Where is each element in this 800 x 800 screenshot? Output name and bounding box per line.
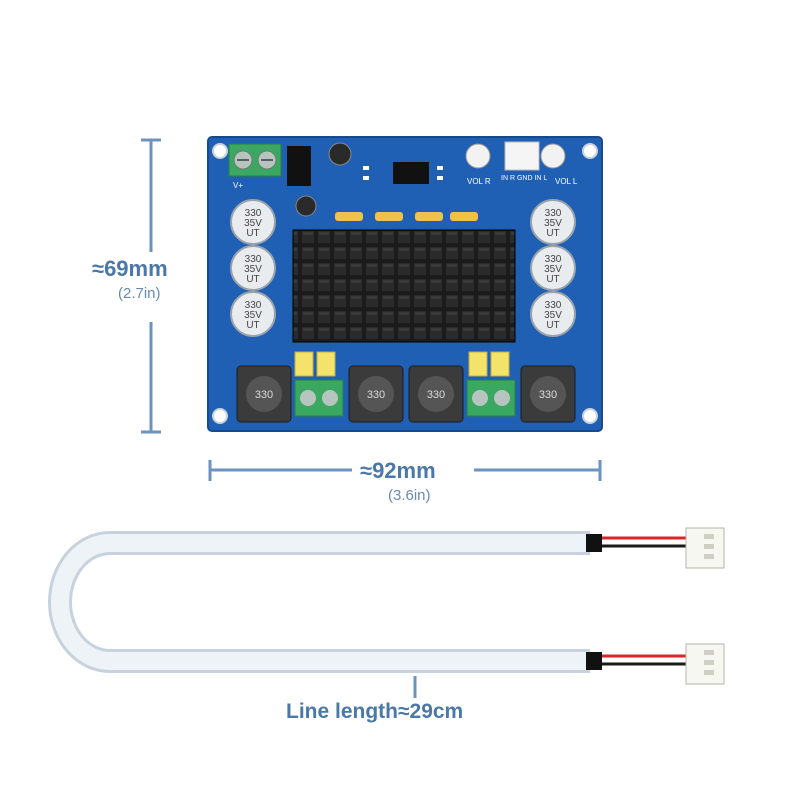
silk-vol-l: VOL L [555, 177, 578, 186]
svg-text:UT: UT [546, 274, 559, 285]
svg-text:330: 330 [545, 300, 562, 311]
inductors [236, 365, 576, 423]
svg-text:35V: 35V [244, 264, 262, 275]
svg-text:330: 330 [427, 389, 445, 401]
cable-length-label: Line length≈29cm [286, 700, 464, 723]
svg-text:UT: UT [246, 228, 259, 239]
svg-text:330: 330 [255, 389, 273, 401]
speaker-terminals [294, 351, 516, 417]
svg-text:35V: 35V [544, 218, 562, 229]
svg-text:UT: UT [546, 320, 559, 331]
heatsink [292, 229, 516, 343]
capacitors-left [230, 199, 276, 337]
power-terminal [228, 143, 282, 177]
svg-text:330: 330 [245, 254, 262, 265]
svg-text:330: 330 [539, 389, 557, 401]
svg-text:35V: 35V [244, 218, 262, 229]
svg-text:330: 330 [545, 208, 562, 219]
svg-text:35V: 35V [544, 264, 562, 275]
svg-text:UT: UT [246, 320, 259, 331]
ic-chip [393, 162, 429, 184]
svg-text:UT: UT [246, 274, 259, 285]
svg-text:UT: UT [546, 228, 559, 239]
svg-text:330: 330 [367, 389, 385, 401]
silk-vol-r: VOL R [467, 177, 491, 186]
silk-inputs: IN R GND IN L [501, 175, 547, 182]
cable-sleeve [51, 534, 590, 670]
width-sub-label: (3.6in) [388, 487, 431, 504]
svg-text:35V: 35V [544, 310, 562, 321]
height-sub-label: (2.7in) [118, 285, 161, 302]
svg-text:330: 330 [245, 300, 262, 311]
capacitors-right [530, 199, 576, 337]
svg-text:35V: 35V [244, 310, 262, 321]
height-label: ≈69mm [92, 256, 168, 281]
silk-power: V+ [233, 181, 243, 190]
svg-text:330: 330 [245, 208, 262, 219]
svg-text:330: 330 [545, 254, 562, 265]
width-label: ≈92mm [360, 458, 436, 483]
regulator [287, 146, 311, 186]
